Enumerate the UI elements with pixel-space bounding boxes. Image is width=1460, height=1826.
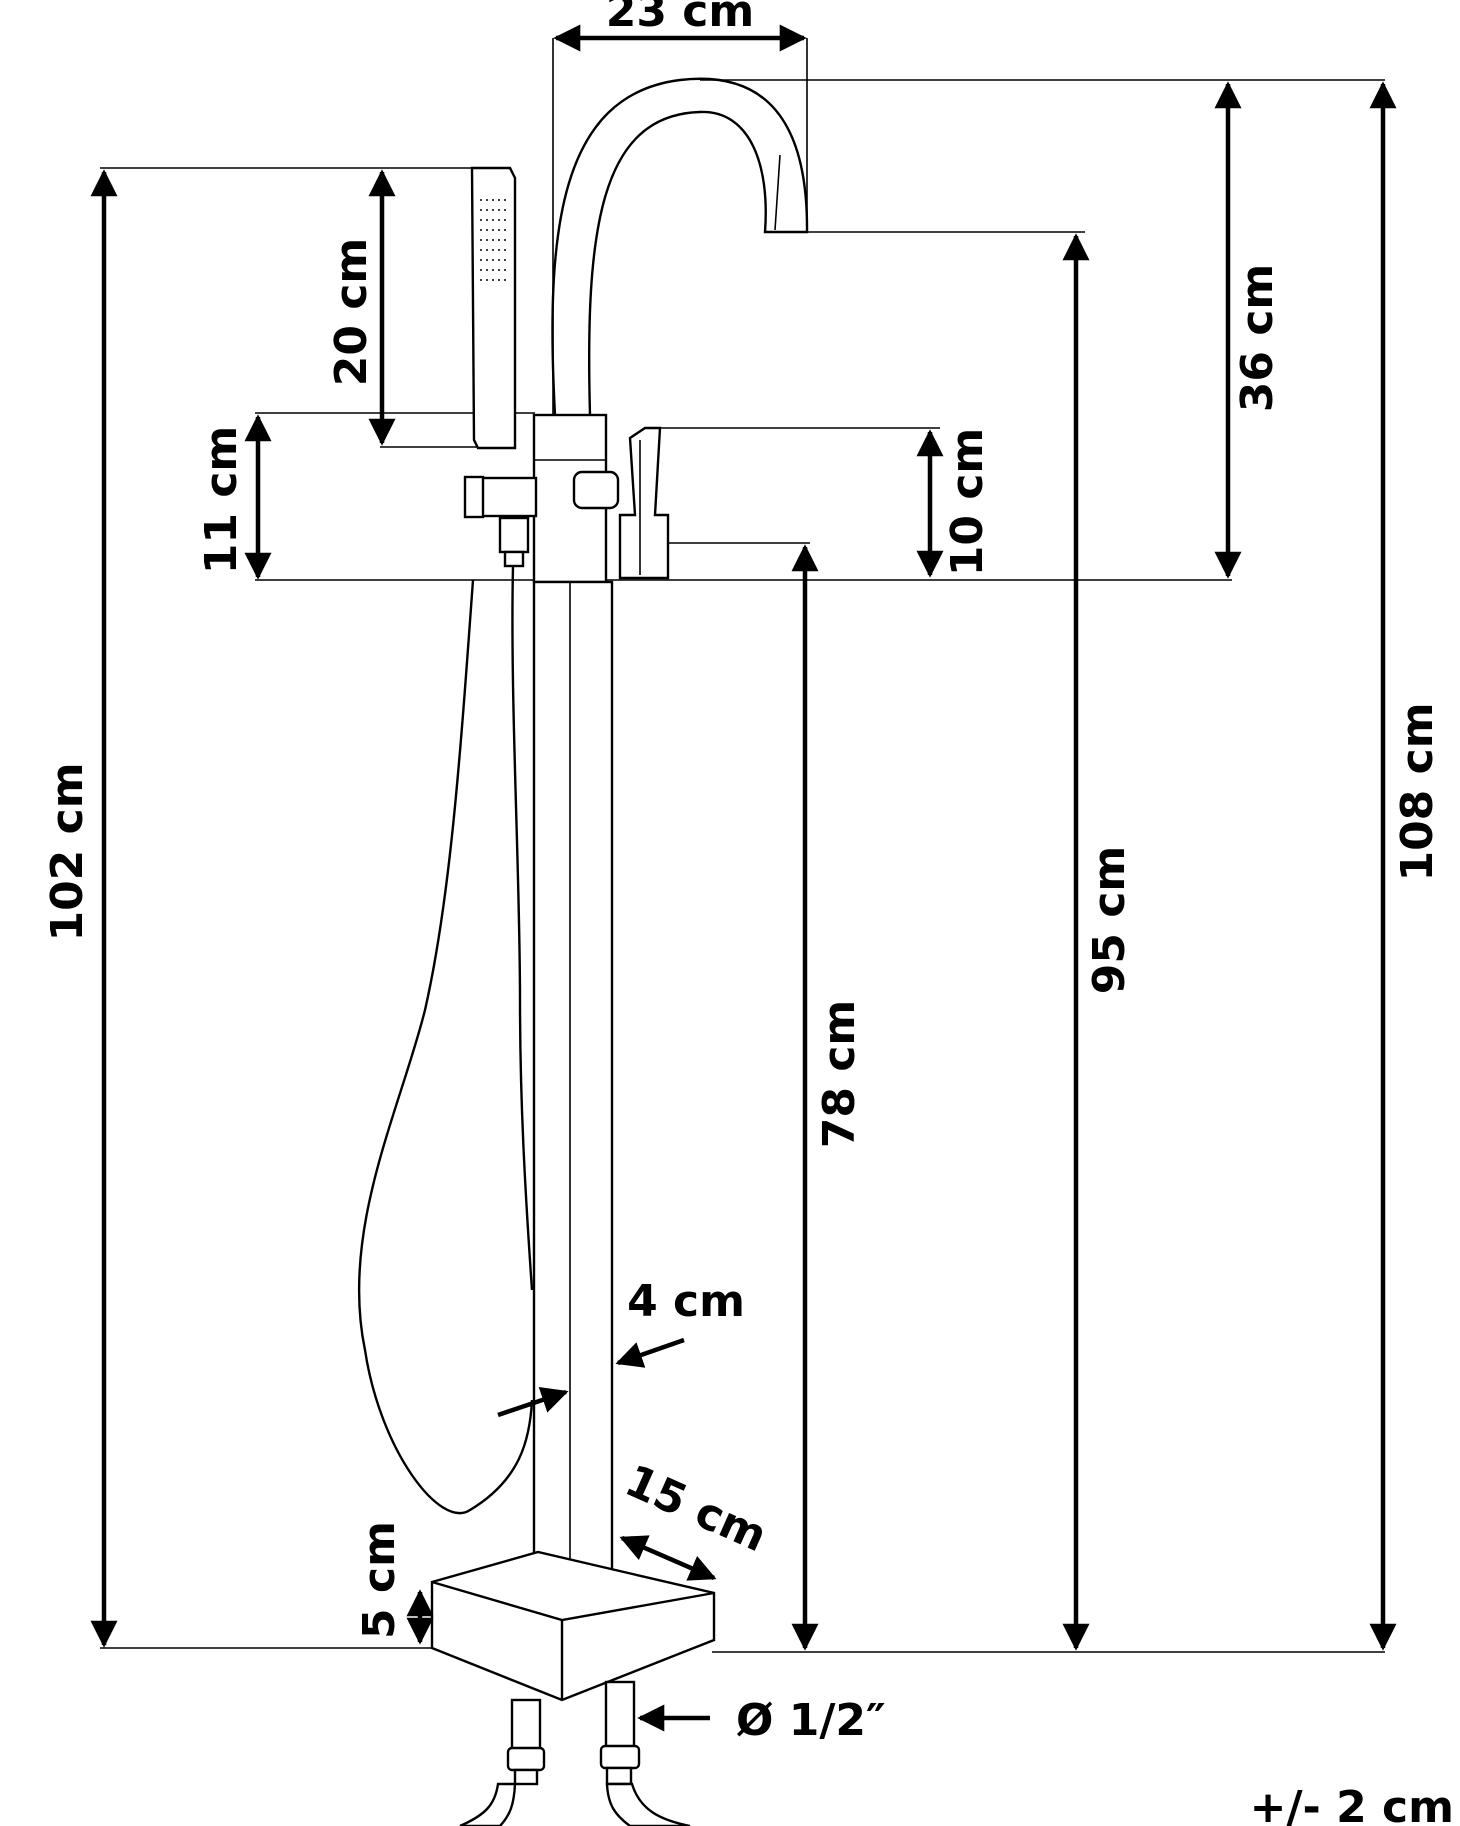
- shower-hose: [357, 579, 534, 1515]
- label-20cm: 20 cm: [326, 238, 377, 386]
- label-23cm: 23 cm: [606, 0, 754, 37]
- label-5cm: 5 cm: [354, 1521, 405, 1639]
- label-78cm: 78 cm: [814, 1000, 865, 1148]
- label-4cm: 4 cm: [627, 1276, 745, 1327]
- label-102cm: 102 cm: [42, 762, 93, 941]
- extension-lines: [100, 38, 1385, 1653]
- label-108cm: 108 cm: [1392, 702, 1443, 881]
- arrow-4cm-left: [497, 1386, 569, 1418]
- supply-pipes: [459, 1680, 691, 1826]
- label-11cm: 11 cm: [196, 426, 247, 574]
- riser-pipe: [532, 580, 614, 1594]
- hose-connector: [498, 516, 530, 554]
- shower-nozzles: [480, 199, 508, 281]
- label-tolerance: +/- 2 cm: [1250, 1782, 1454, 1826]
- label-10cm: 10 cm: [942, 428, 993, 576]
- base-block: [430, 1550, 716, 1702]
- label-36cm: 36 cm: [1232, 264, 1283, 412]
- lever-handle: [618, 426, 670, 580]
- holder-arm: [476, 476, 538, 518]
- label-connection: Ø 1/2″: [736, 1695, 886, 1746]
- arrow-4cm-right: [615, 1337, 685, 1368]
- label-95cm: 95 cm: [1084, 846, 1135, 994]
- spout: [551, 77, 809, 416]
- hand-shower: [470, 166, 517, 450]
- arrow-15cm: [619, 1535, 717, 1581]
- dimension-labels: 23 cm 20 cm 11 cm 10 cm 36 cm 102 cm 78 …: [42, 0, 1454, 1826]
- diverter-knob: [572, 470, 620, 510]
- dimension-arrows: [90, 24, 1397, 1732]
- faucet-outline: [357, 77, 809, 1826]
